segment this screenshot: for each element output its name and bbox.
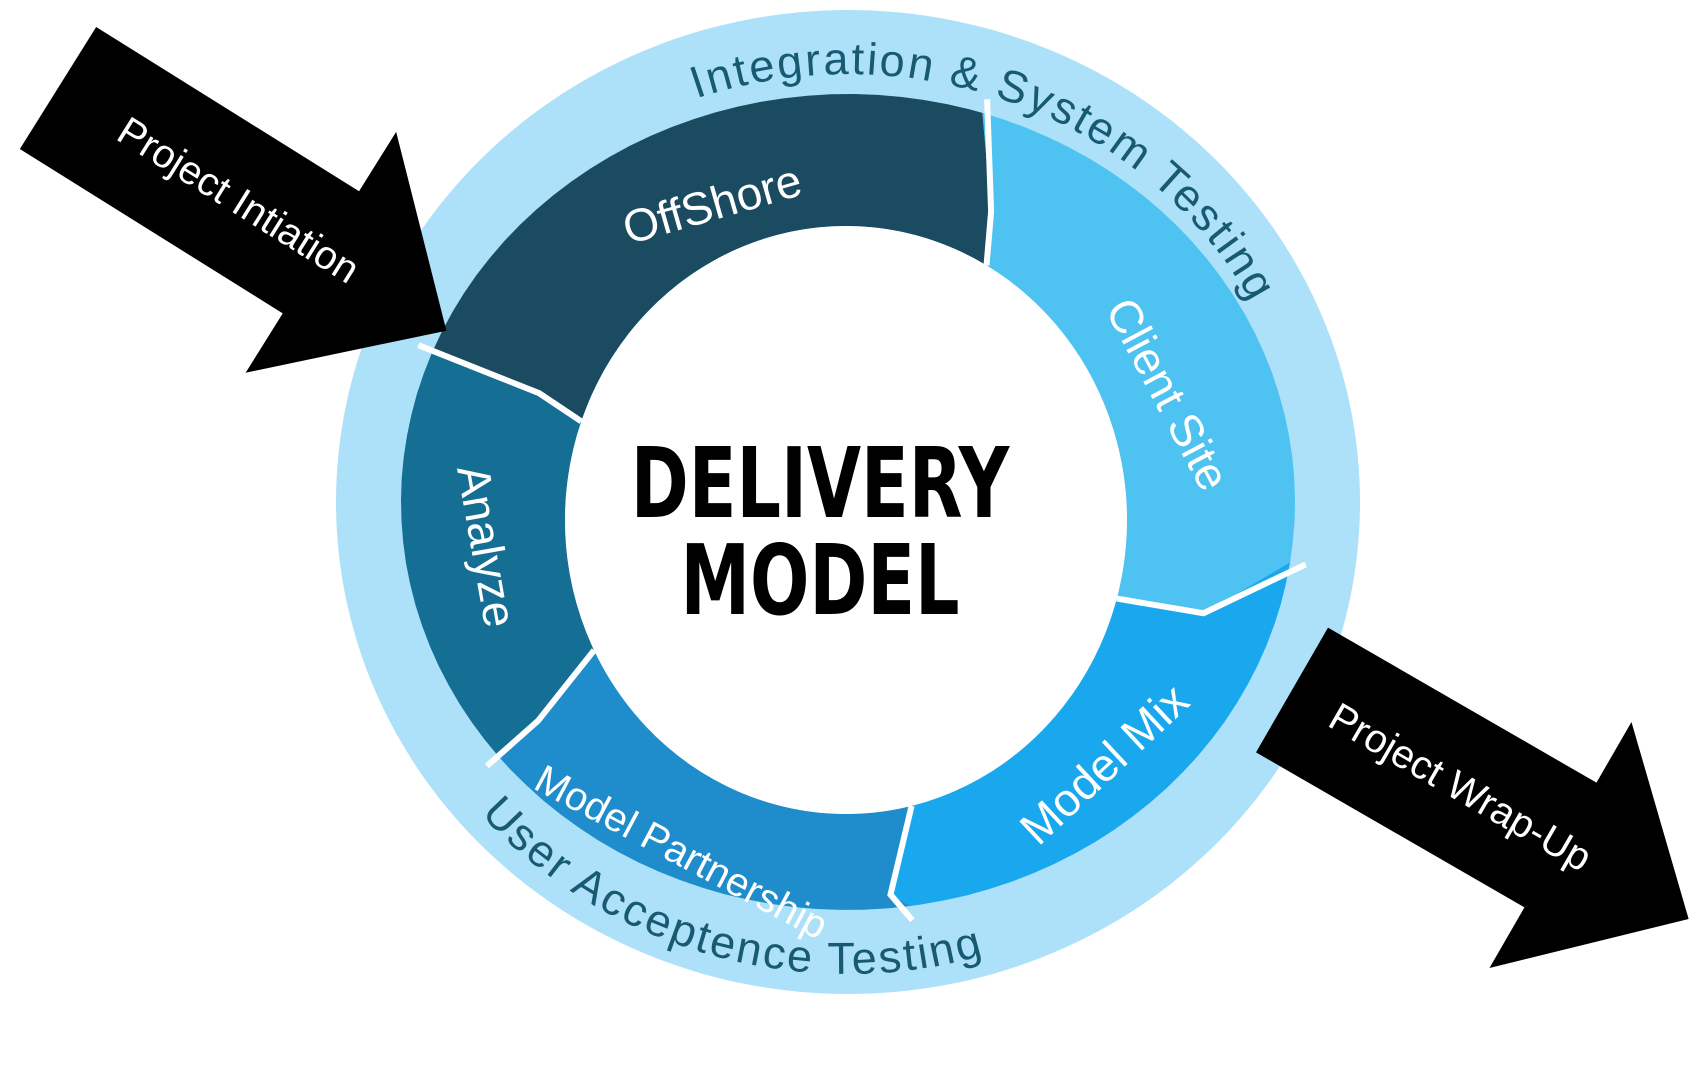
arrow-project-initiation [19, 26, 447, 373]
segment-gap [887, 805, 915, 923]
segment-analyze [401, 350, 595, 758]
center-title-line1: DELIVERY [630, 427, 1010, 540]
segment-model-mix [890, 562, 1291, 906]
segment-offshore [433, 94, 992, 422]
segment-gap [983, 99, 995, 266]
center-title-line2: MODEL [680, 524, 960, 637]
inner-circle [565, 226, 1127, 814]
segment-gap [1116, 561, 1307, 617]
segment-model-partnership [499, 650, 912, 910]
segment-gap [484, 648, 597, 769]
arrow-project-wrap-up [1256, 627, 1689, 968]
ring-shapes [336, 10, 1360, 994]
flow-arrows [19, 26, 1689, 968]
segment-client-site [982, 112, 1295, 614]
segment-gap [417, 342, 583, 424]
center-title: DELIVERY MODEL [631, 435, 1009, 629]
